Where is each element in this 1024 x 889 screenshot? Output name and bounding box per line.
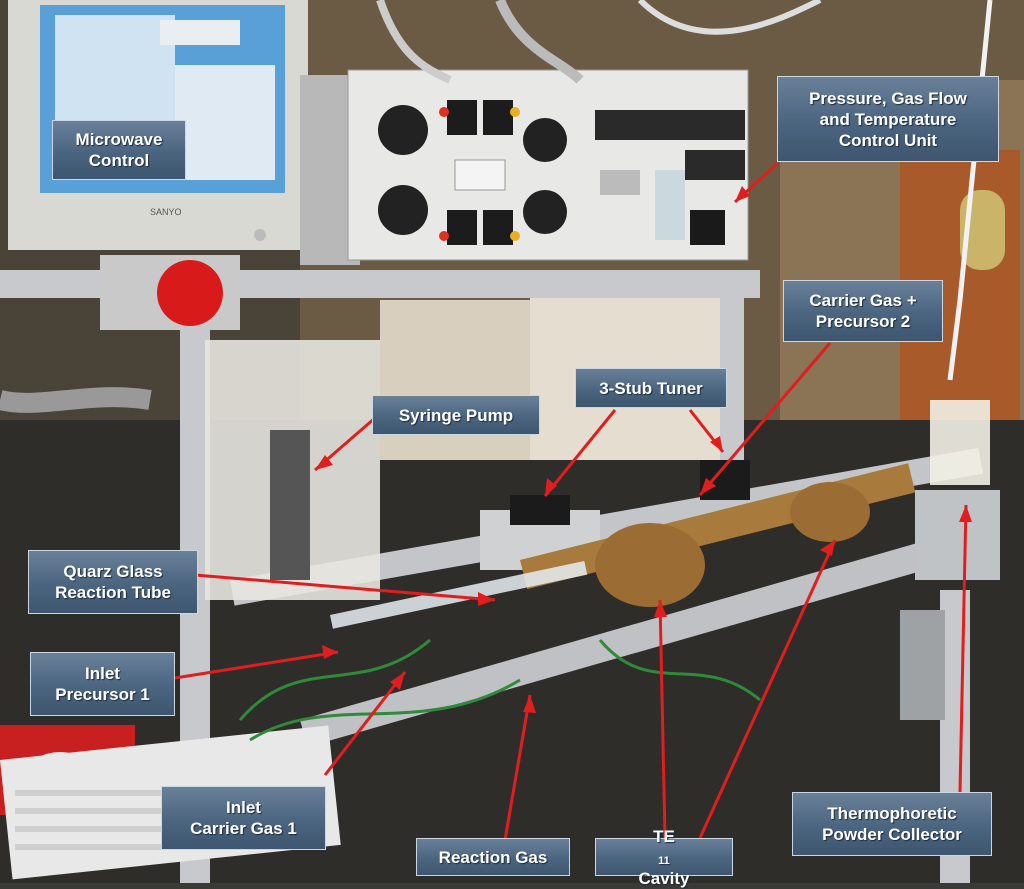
- label-pressure-control-unit: Pressure, Gas Flow and Temperature Contr…: [777, 76, 999, 162]
- monitor-brand: SANYO: [150, 207, 182, 217]
- label-microwave-control: Microwave Control: [52, 120, 186, 180]
- label-carrier-gas-precursor-2: Carrier Gas + Precursor 2: [783, 280, 943, 342]
- label-reaction-gas: Reaction Gas: [416, 838, 570, 876]
- label-quarz-glass-reaction-tube: Quarz Glass Reaction Tube: [28, 550, 198, 614]
- label-3-stub-tuner: 3-Stub Tuner: [575, 368, 727, 408]
- label-syringe-pump: Syringe Pump: [372, 395, 540, 435]
- label-inlet-carrier-gas-1: Inlet Carrier Gas 1: [161, 786, 326, 850]
- callout-arrows: [174, 161, 968, 841]
- label-inlet-precursor-1: Inlet Precursor 1: [30, 652, 175, 716]
- label-thermophoretic-powder-collector: Thermophoretic Powder Collector: [792, 792, 992, 856]
